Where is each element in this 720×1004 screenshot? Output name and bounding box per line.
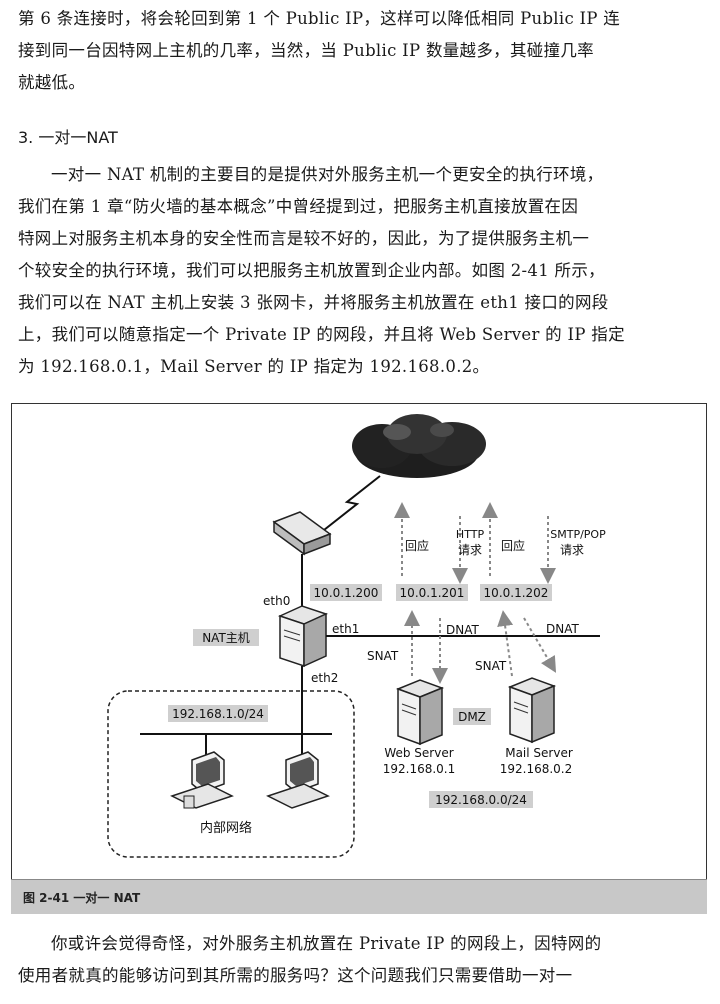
text-line: 你或许会觉得奇怪，对外服务主机放置在 Private IP 的网段上，因特网的 — [51, 934, 602, 953]
text-line: 我们可以在 NAT 主机上安装 3 张网卡，并将服务主机放置在 eth1 接口的… — [18, 293, 609, 312]
pc-icon — [266, 751, 330, 809]
wan-link-icon — [323, 475, 381, 531]
eth2-label: eth2 — [311, 671, 338, 685]
internal-network-boundary — [107, 690, 355, 858]
nat-host-server-icon — [277, 605, 329, 668]
web-server-label: Web Server — [384, 746, 453, 760]
nat-host-label: NAT主机 — [202, 631, 250, 645]
web-server-icon — [395, 679, 445, 746]
eth0-label: eth0 — [263, 594, 290, 608]
text-line: 第 6 条连接时，将会轮回到第 1 个 Public IP，这样可以降低相同 P… — [18, 9, 621, 28]
dnat-label: DNAT — [546, 622, 579, 636]
dmz-label: DMZ — [458, 710, 486, 724]
text-line: 为 192.168.0.1，Mail Server 的 IP 指定为 192.1… — [18, 357, 490, 376]
mail-server-label: Mail Server — [505, 746, 573, 760]
request-label: 请求 — [560, 543, 584, 557]
figure-2-41: 10.0.1.200 10.0.1.201 10.0.1.202 eth0 回应… — [11, 403, 707, 917]
mail-server-icon — [507, 677, 557, 744]
lan-subnet-label: 192.168.1.0/24 — [172, 707, 264, 721]
snat-label: SNAT — [475, 659, 507, 673]
request-label: 请求 — [458, 543, 482, 557]
text-line: 就越低。 — [18, 73, 86, 92]
snat-label: SNAT — [367, 649, 399, 663]
internal-network-label: 内部网络 — [200, 820, 252, 836]
dnat-label: DNAT — [446, 623, 479, 637]
reply-label: 回应 — [501, 538, 525, 553]
ip-label: 10.0.1.201 — [400, 586, 465, 600]
ip-label: 10.0.1.200 — [314, 586, 379, 600]
text-line: 特网上对服务主机本身的安全性而言是较不好的，因此，为了提供服务主机一 — [18, 229, 590, 248]
text-line: 一对一 NAT 机制的主要目的是提供对外服务主机一个更安全的执行环境， — [51, 165, 604, 184]
section-heading: 3. 一对一NAT — [18, 128, 118, 147]
router-icon — [272, 511, 332, 556]
figure-caption: 图 2-41 一对一 NAT — [23, 891, 141, 905]
smtp-pop-label: SMTP/POP — [550, 528, 606, 541]
intro-paragraph: 第 6 条连接时，将会轮回到第 1 个 Public IP，这样可以降低相同 P… — [18, 3, 710, 99]
reply-label: 回应 — [405, 538, 429, 553]
text-line: 上，我们可以随意指定一个 Private IP 的网段，并且将 Web Serv… — [18, 325, 625, 344]
mail-server-ip: 192.168.0.2 — [500, 762, 573, 776]
http-label: HTTP — [456, 528, 485, 541]
eth1-label: eth1 — [332, 622, 359, 636]
text-line: 接到同一台因特网上主机的几率，当然，当 Public IP 数量越多，其碰撞几率 — [18, 41, 594, 60]
figure-frame: 10.0.1.200 10.0.1.201 10.0.1.202 eth0 回应… — [11, 403, 707, 881]
figure-caption-bar: 图 2-41 一对一 NAT — [11, 879, 707, 914]
text-line: 使用者就真的能够访问到其所需的服务吗？这个问题我们只需要借助一对一 — [18, 966, 573, 985]
ip-label: 10.0.1.202 — [484, 586, 549, 600]
internet-cloud-icon — [352, 414, 486, 478]
pc-icon — [170, 751, 234, 809]
text-line: 个较安全的执行环境，我们可以把服务主机放置到企业内部。如图 2-41 所示， — [18, 261, 605, 280]
text-line: 我们在第 1 章“防火墙的基本概念”中曾经提到过，把服务主机直接放置在因 — [18, 197, 579, 216]
outro-paragraph: 你或许会觉得奇怪，对外服务主机放置在 Private IP 的网段上，因特网的 … — [18, 928, 710, 992]
dmz-subnet-label: 192.168.0.0/24 — [435, 793, 527, 807]
section-paragraph: 一对一 NAT 机制的主要目的是提供对外服务主机一个更安全的执行环境， 我们在第… — [18, 159, 710, 383]
web-server-ip: 192.168.0.1 — [383, 762, 456, 776]
network-diagram: 10.0.1.200 10.0.1.201 10.0.1.202 eth0 回应… — [107, 414, 606, 858]
